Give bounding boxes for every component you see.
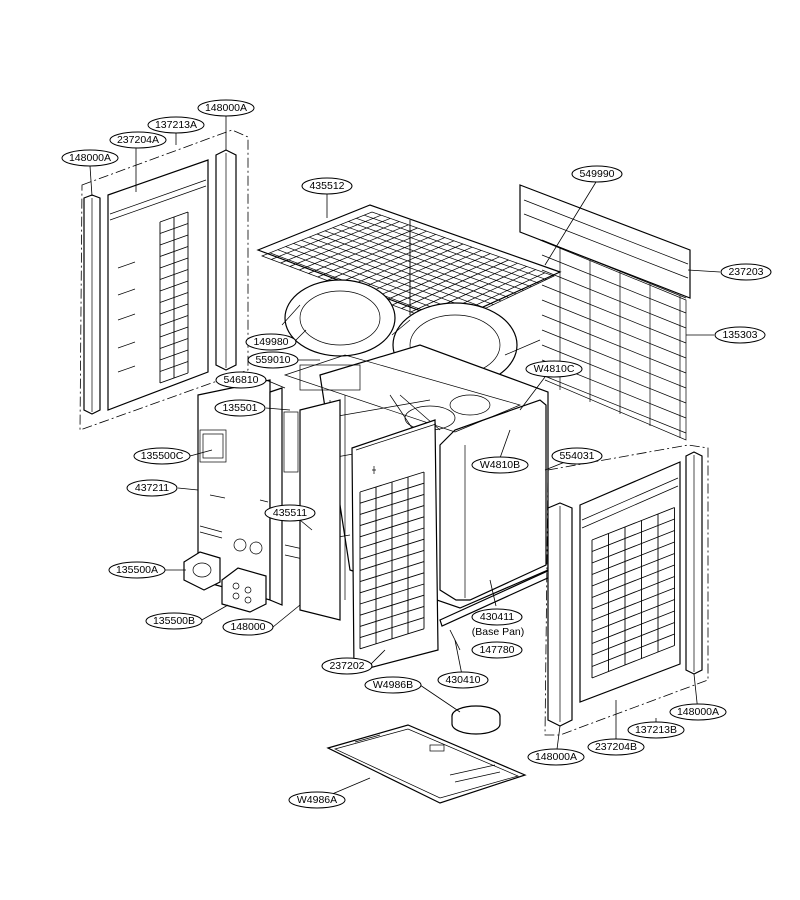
rear-top-panel	[519, 184, 691, 299]
service-cover-b	[221, 567, 267, 613]
svg-text:237204A: 237204A	[117, 134, 159, 146]
svg-text:148000A: 148000A	[535, 751, 577, 763]
callout-labels: 148000A 148000A 137213A 237204A 435512 5…	[61, 99, 772, 809]
callout-546810: 546810	[215, 371, 267, 389]
callout-148000A-bottom: 148000A	[527, 748, 585, 766]
center-pillar	[269, 387, 341, 621]
svg-text:148000A: 148000A	[205, 102, 247, 114]
callout-W4986B: W4986B	[364, 676, 422, 694]
callout-W4810C: W4810C	[525, 360, 583, 378]
svg-text:148000A: 148000A	[69, 152, 111, 164]
callout-430411: 430411	[471, 608, 523, 626]
callout-437211: 437211	[126, 479, 178, 497]
svg-text:137213B: 137213B	[635, 724, 677, 736]
callout-148000: 148000	[222, 618, 274, 636]
callout-137213A: 137213A	[147, 116, 205, 134]
callout-430410: 430410	[437, 671, 489, 689]
front-grille-panel	[351, 419, 439, 673]
left-side-panel-assembly	[79, 129, 249, 431]
svg-text:430410: 430410	[445, 674, 480, 686]
callout-135500A: 135500A	[108, 561, 166, 579]
callout-435511: 435511	[264, 504, 316, 522]
svg-text:148000: 148000	[230, 621, 265, 633]
svg-text:135501: 135501	[222, 402, 257, 414]
callout-135500C: 135500C	[133, 447, 191, 465]
callout-237203: 237203	[720, 263, 772, 281]
svg-text:237203: 237203	[728, 266, 763, 278]
callout-148000A-lower-right: 148000A	[669, 703, 727, 721]
svg-text:W4986B: W4986B	[373, 679, 413, 691]
callout-237202: 237202	[321, 657, 373, 675]
svg-text:237204B: 237204B	[595, 741, 637, 753]
corner-post-bottom	[547, 502, 573, 727]
drain-cover	[451, 705, 501, 735]
callout-148000A-top: 148000A	[197, 99, 255, 117]
callout-W4810B: W4810B	[471, 456, 529, 474]
callout-435512: 435512	[301, 177, 353, 195]
svg-text:135303: 135303	[722, 329, 757, 341]
callout-237204A: 237204A	[109, 131, 167, 149]
callout-135501: 135501	[214, 399, 266, 417]
svg-text:149980: 149980	[253, 336, 288, 348]
svg-text:135500A: 135500A	[116, 564, 158, 576]
callout-554031: 554031	[551, 447, 603, 465]
callout-237204B: 237204B	[587, 738, 645, 756]
callout-W4986A: W4986A	[288, 791, 346, 809]
svg-text:135500B: 135500B	[153, 615, 195, 627]
callout-559010: 559010	[247, 351, 299, 369]
svg-text:546810: 546810	[223, 374, 258, 386]
svg-text:435512: 435512	[309, 180, 344, 192]
corner-post-right	[685, 451, 703, 675]
top-fan-guard	[256, 204, 562, 327]
base-pan-note: (Base Pan)	[472, 626, 525, 638]
right-side-panel-assembly	[544, 444, 709, 736]
svg-text:W4810C: W4810C	[534, 363, 575, 375]
svg-text:W4986A: W4986A	[297, 794, 337, 806]
bottom-plate	[326, 724, 527, 804]
svg-text:237202: 237202	[329, 660, 364, 672]
svg-text:137213A: 137213A	[155, 119, 197, 131]
callout-137213B: 137213B	[627, 721, 685, 739]
service-cover-a	[183, 551, 221, 591]
svg-text:135500C: 135500C	[141, 450, 184, 462]
callout-135303: 135303	[714, 326, 766, 344]
corner-post-top	[215, 149, 237, 371]
side-panel-right	[579, 461, 681, 703]
svg-text:147780: 147780	[479, 644, 514, 656]
corner-post-left	[83, 194, 101, 415]
svg-text:437211: 437211	[135, 482, 169, 494]
callout-148000A-upper-left: 148000A	[61, 149, 119, 167]
svg-text:148000A: 148000A	[677, 706, 719, 718]
callout-135500B: 135500B	[145, 612, 203, 630]
svg-text:430411: 430411	[480, 611, 514, 623]
svg-text:W4810B: W4810B	[480, 459, 520, 471]
svg-text:435511: 435511	[273, 507, 307, 519]
svg-text:554031: 554031	[559, 450, 594, 462]
svg-text:559010: 559010	[255, 354, 290, 366]
callout-147780: 147780	[471, 641, 523, 659]
side-panel-left	[107, 159, 209, 411]
callout-549990: 549990	[571, 165, 623, 183]
svg-text:549990: 549990	[579, 168, 614, 180]
callout-149980: 149980	[245, 333, 297, 351]
